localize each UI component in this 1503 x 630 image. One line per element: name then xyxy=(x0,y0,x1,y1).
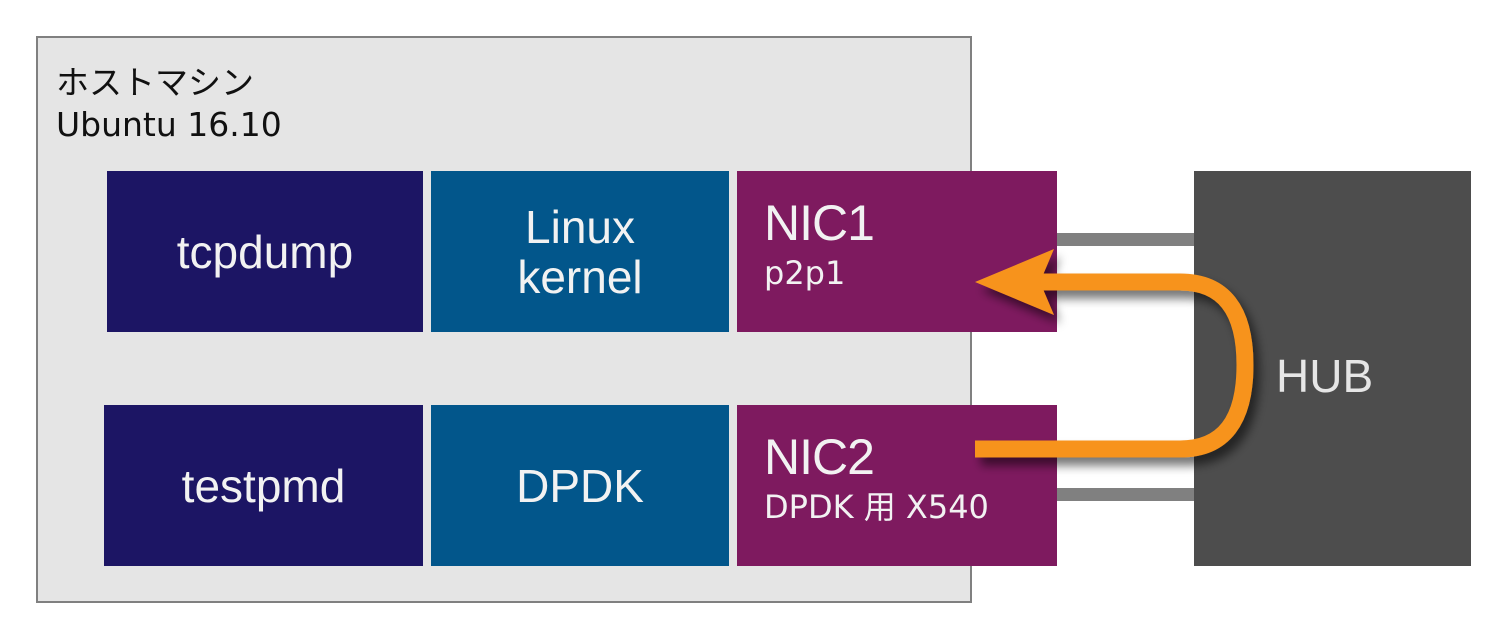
nic2-hub-cable xyxy=(1057,488,1194,501)
tcpdump-box: tcpdump xyxy=(107,171,423,332)
nic1-box: NIC1 p2p1 xyxy=(737,171,1057,332)
tcpdump-label: tcpdump xyxy=(176,225,354,278)
nic2-description: DPDK 用 X540 xyxy=(764,488,989,526)
nic1-name: NIC1 xyxy=(764,195,875,251)
nic2-name: NIC2 xyxy=(764,429,875,485)
nic1-interface: p2p1 xyxy=(764,254,846,292)
linux-kernel-label-line2: kernel xyxy=(517,250,643,303)
host-os-version: Ubuntu 16.10 xyxy=(56,105,282,144)
testpmd-label: testpmd xyxy=(181,459,346,512)
nic2-box: NIC2 DPDK 用 X540 xyxy=(737,405,1057,566)
nic1-hub-cable xyxy=(1057,233,1194,246)
linux-kernel-box: Linux kernel xyxy=(431,171,729,332)
hub-label: HUB xyxy=(1276,350,1374,402)
testpmd-box: testpmd xyxy=(104,405,423,566)
host-machine-title: ホストマシン Ubuntu 16.10 xyxy=(56,62,282,146)
linux-kernel-label-line1: Linux xyxy=(525,200,635,253)
dpdk-box: DPDK xyxy=(431,405,729,566)
host-machine-name: ホストマシン xyxy=(56,63,254,102)
dpdk-label: DPDK xyxy=(516,459,644,512)
